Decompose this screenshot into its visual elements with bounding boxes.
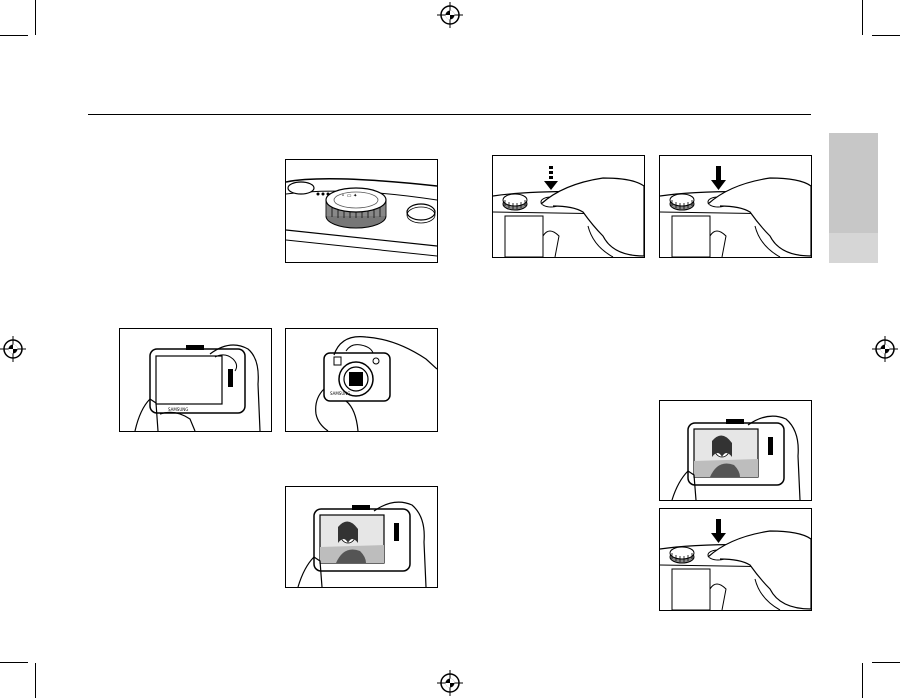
shutter-press-small-illustration <box>659 508 812 611</box>
dashed-down-arrow-icon <box>544 166 558 190</box>
header-rule <box>88 114 811 115</box>
hold-camera-front-illustration: SAMSUNG <box>285 328 438 432</box>
crop-mark <box>872 662 900 663</box>
crosshair-registration-icon <box>0 336 26 362</box>
solid-down-arrow-icon <box>711 519 726 543</box>
compose-shot-small-illustration <box>659 400 812 501</box>
svg-text:SAMSUNG: SAMSUNG <box>330 391 350 396</box>
crosshair-registration-icon <box>437 2 463 28</box>
crop-mark <box>35 0 36 35</box>
crop-mark <box>0 662 28 663</box>
crosshair-registration-icon <box>872 336 898 362</box>
shutter-full-press-illustration <box>659 155 812 258</box>
shutter-half-press-illustration <box>492 155 645 258</box>
svg-text:SAMSUNG: SAMSUNG <box>168 407 188 412</box>
solid-down-arrow-icon <box>711 166 726 190</box>
crop-mark <box>862 0 863 35</box>
crop-mark <box>872 35 900 36</box>
crop-mark <box>862 663 863 698</box>
crosshair-registration-icon <box>437 670 463 696</box>
mode-dial-illustration: ⚬ ▭ ✦ <box>285 159 438 263</box>
crop-mark <box>35 663 36 698</box>
chapter-thumb-tab-lower <box>829 233 878 263</box>
crop-mark <box>0 35 28 36</box>
svg-text:⚬ ▭ ✦: ⚬ ▭ ✦ <box>341 193 357 199</box>
compose-shot-illustration <box>285 486 438 588</box>
hold-camera-back-illustration: SAMSUNG <box>119 328 272 432</box>
